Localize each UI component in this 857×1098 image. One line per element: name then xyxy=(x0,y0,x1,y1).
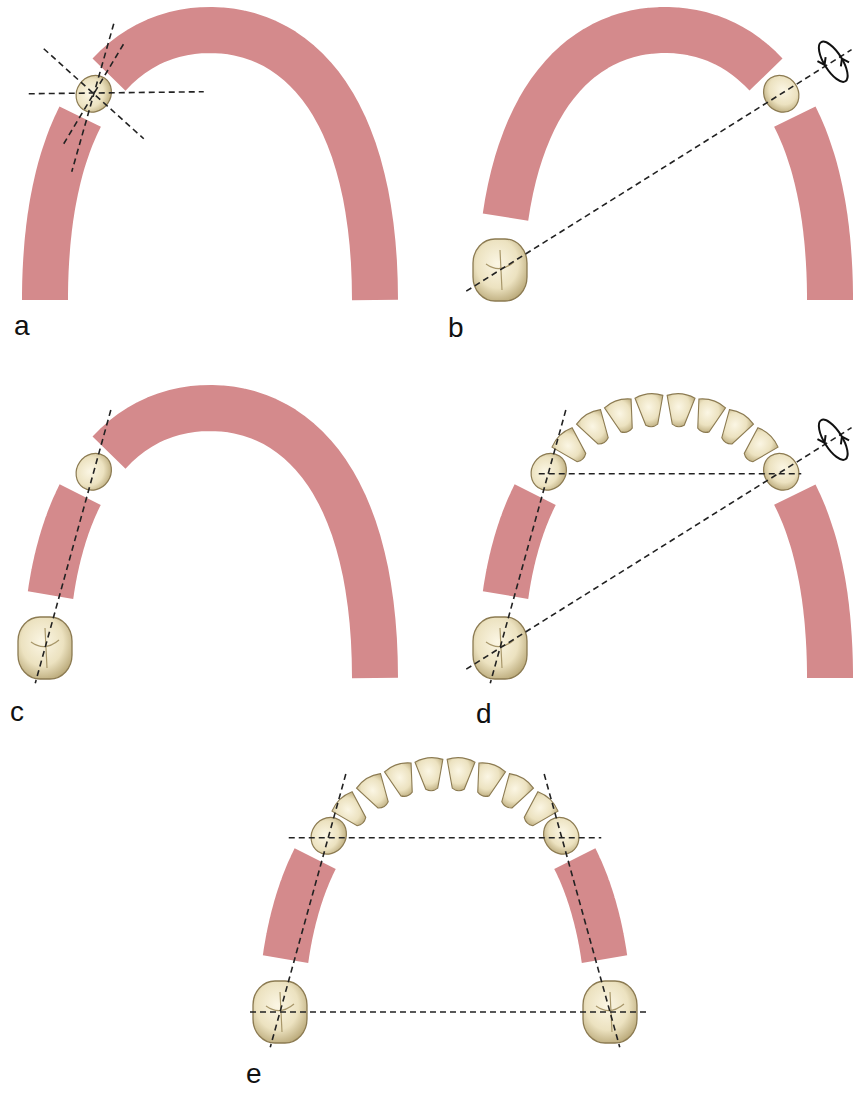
anterior-tooth xyxy=(470,760,507,800)
axis-line xyxy=(490,410,566,683)
rotation-arrow xyxy=(810,413,856,466)
anterior-tooth xyxy=(635,392,666,428)
panel-letter: e xyxy=(246,1060,262,1088)
molar-tooth xyxy=(18,617,72,679)
gum-band xyxy=(575,859,605,960)
molar-groove xyxy=(31,628,59,668)
gum-band xyxy=(45,117,80,300)
gum-band xyxy=(109,30,375,300)
panel-letter: c xyxy=(10,698,24,726)
anterior-tooth xyxy=(714,407,755,450)
axis-line xyxy=(250,1011,650,1013)
gum-band xyxy=(51,495,81,595)
anterior-tooth xyxy=(384,760,421,800)
anterior-tooth xyxy=(690,396,727,436)
gum-band xyxy=(109,408,375,678)
gum-band xyxy=(506,30,767,217)
panel-letter: d xyxy=(476,700,492,728)
arch-panel xyxy=(466,392,856,683)
arch-panel xyxy=(18,408,375,683)
axis-line xyxy=(466,50,851,291)
panel-letter: a xyxy=(14,312,30,340)
arch-panel xyxy=(466,30,856,301)
anterior-tooth xyxy=(444,756,475,792)
axis-line xyxy=(544,774,620,1047)
anterior-tooth xyxy=(415,756,446,792)
gum-band xyxy=(795,117,830,300)
anterior-tooth xyxy=(664,392,695,428)
axis-line xyxy=(29,92,204,94)
axis-line xyxy=(72,24,114,172)
gum-band xyxy=(286,859,316,960)
arch-panel xyxy=(29,24,375,300)
axis-line xyxy=(35,410,111,683)
axis-line xyxy=(64,44,124,144)
axis-line xyxy=(466,428,851,669)
rotation-arrow xyxy=(810,35,856,88)
anterior-tooth xyxy=(604,396,641,436)
arch-panel xyxy=(250,756,650,1047)
anterior-tooth xyxy=(494,771,535,814)
panel-letter: b xyxy=(448,314,464,342)
axis-line xyxy=(539,473,802,475)
gum-band xyxy=(506,495,536,595)
axis-line xyxy=(289,837,602,839)
axis-line xyxy=(270,774,346,1047)
gum-band xyxy=(795,495,830,678)
